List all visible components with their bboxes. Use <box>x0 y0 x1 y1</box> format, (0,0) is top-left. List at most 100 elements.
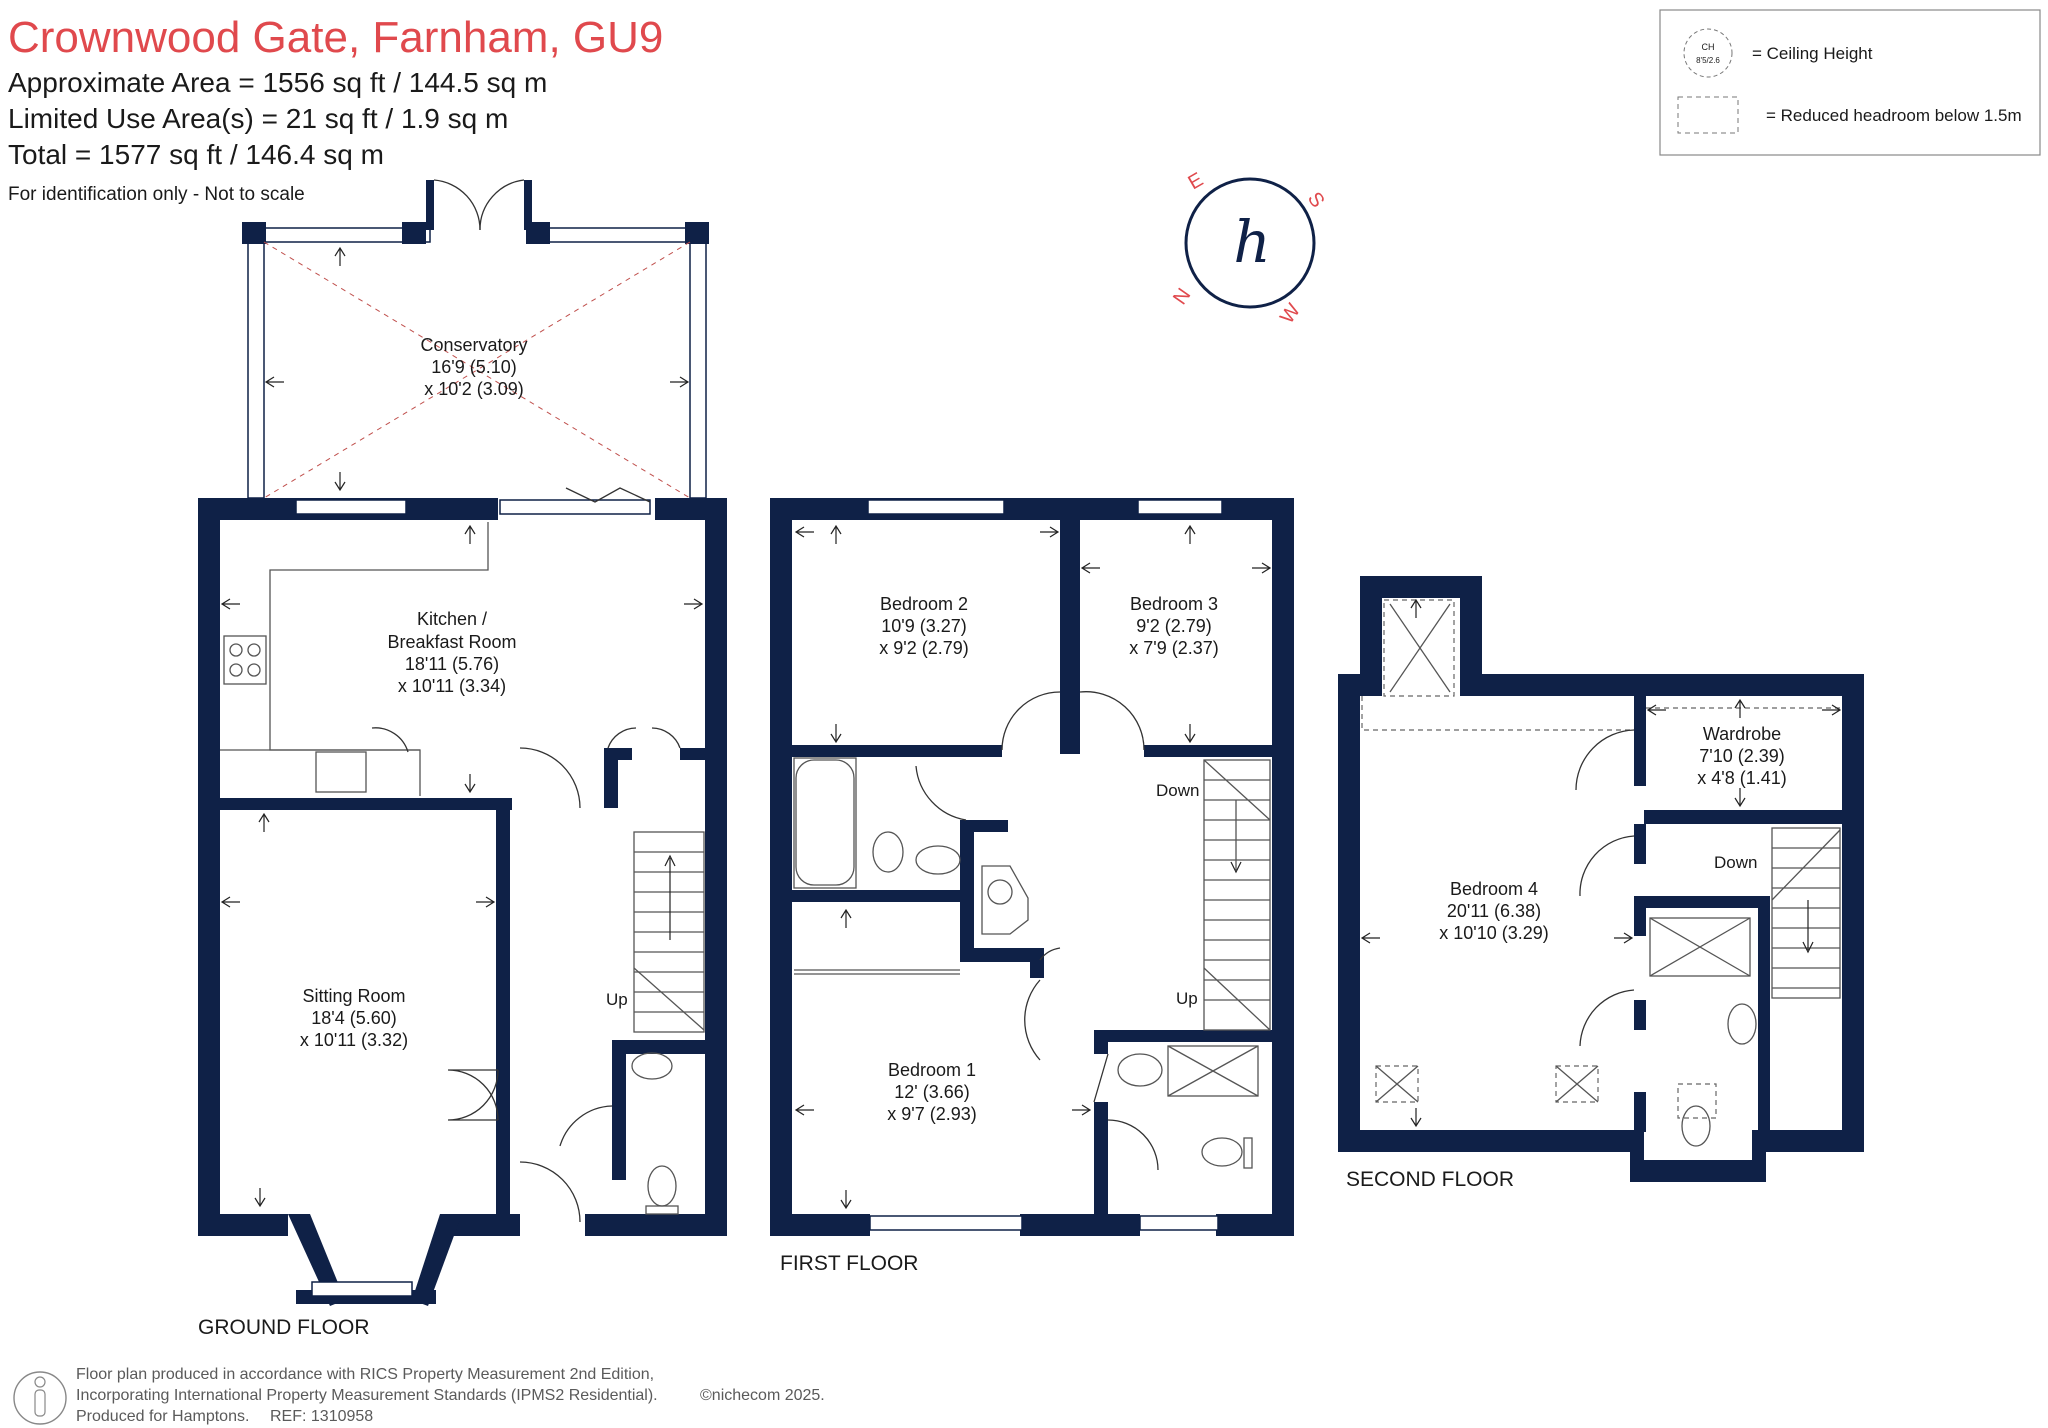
dimension-arrow-icon <box>334 246 346 266</box>
measurement-arrows <box>220 246 1842 1210</box>
conservatory-dim1: 16'9 (5.10) <box>431 357 517 377</box>
dimension-arrow-icon <box>464 524 476 544</box>
dimension-arrow-icon <box>684 598 704 610</box>
compass-east: E <box>1185 169 1208 195</box>
ground-stairs-up-label: Up <box>606 990 628 1009</box>
dimension-arrow-icon <box>840 908 852 928</box>
dimension-arrow-icon <box>476 896 496 908</box>
disclaimer: For identification only - Not to scale <box>8 184 305 205</box>
wardrobe-dim2: x 4'8 (1.41) <box>1697 768 1786 788</box>
ch-symbol-top: CH <box>1702 42 1715 52</box>
footer: Floor plan produced in accordance with R… <box>13 1366 825 1425</box>
compass: h N E S W <box>1169 169 1329 328</box>
second-stairs <box>1771 827 1841 999</box>
dimension-arrow-icon <box>794 526 814 538</box>
dimension-arrow-icon <box>1080 562 1100 574</box>
ground-floor: Up Conservatory 16'9 (5.10) x 10'2 (3.09… <box>198 179 727 1339</box>
first-stairs <box>1203 759 1271 1031</box>
first-stairs-up-label: Up <box>1176 989 1198 1008</box>
dimension-arrow-icon <box>258 812 270 832</box>
second-floor-label: SECOND FLOOR <box>1346 1168 1514 1191</box>
dimension-arrow-icon <box>220 896 240 908</box>
plan-title: Crownwood Gate, Farnham, GU9 <box>8 13 663 62</box>
compass-ring-icon <box>1184 177 1316 309</box>
dimension-arrow-icon <box>464 774 476 794</box>
compass-west: W <box>1276 300 1305 328</box>
dimension-arrow-icon <box>1360 932 1380 944</box>
logo-icon: h <box>1233 208 1270 276</box>
second-stairs-down-label: Down <box>1714 853 1757 872</box>
reduced-headroom-icon <box>1677 96 1739 134</box>
ground-floor-walls <box>198 498 727 1306</box>
ground-stairs <box>633 831 705 1033</box>
dimension-arrow-icon <box>254 1188 266 1208</box>
kitchen-dim2: x 10'11 (3.34) <box>398 676 506 696</box>
compass-south: S <box>1303 188 1329 212</box>
footer-line1: Floor plan produced in accordance with R… <box>76 1366 654 1383</box>
sitting-room-name: Sitting Room <box>302 986 405 1006</box>
second-floor: Down Bedroom 4 20'11 (6.38) x 10'10 (3.2… <box>1338 576 1864 1191</box>
dimension-arrow-icon <box>334 472 346 492</box>
first-floor-label: FIRST FLOOR <box>780 1252 918 1275</box>
bedroom4-dim1: 20'11 (6.38) <box>1447 901 1541 921</box>
dimension-arrow-icon <box>1252 562 1272 574</box>
ceiling-height-label: = Ceiling Height <box>1752 44 1873 63</box>
bedroom4-dim2: x 10'10 (3.29) <box>1439 923 1549 943</box>
dimension-arrow-icon <box>794 1104 814 1116</box>
kitchen-name-line2: Breakfast Room <box>387 632 516 652</box>
dimension-arrow-icon <box>220 598 240 610</box>
bedroom2-name: Bedroom 2 <box>880 594 968 614</box>
dimension-arrow-icon <box>830 724 842 744</box>
bedroom2-dim1: 10'9 (3.27) <box>881 616 967 636</box>
bedroom2-dim2: x 9'2 (2.79) <box>879 638 968 658</box>
first-stairs-down-label: Down <box>1156 781 1199 800</box>
bedroom3-name: Bedroom 3 <box>1130 594 1218 614</box>
total-area: Total = 1577 sq ft / 146.4 sq m <box>8 139 384 170</box>
compass-north: N <box>1169 284 1195 308</box>
kitchen-name-line1: Kitchen / <box>417 609 487 629</box>
bedroom4-name: Bedroom 4 <box>1450 879 1538 899</box>
bedroom1-name: Bedroom 1 <box>888 1060 976 1080</box>
dimension-arrow-icon <box>670 376 690 388</box>
ipms-person-icon <box>13 1371 67 1425</box>
ground-floor-label: GROUND FLOOR <box>198 1316 370 1339</box>
dimension-arrow-icon <box>1614 932 1634 944</box>
footer-copyright: ©nichecom 2025. <box>700 1387 825 1404</box>
dimension-arrow-icon <box>1184 724 1196 744</box>
dimension-arrow-icon <box>1072 1104 1092 1116</box>
conservatory-name: Conservatory <box>420 335 527 355</box>
sitting-room-dim2: x 10'11 (3.32) <box>300 1030 408 1050</box>
conservatory-dim2: x 10'2 (3.09) <box>424 379 524 399</box>
reduced-headroom-label: = Reduced headroom below 1.5m <box>1766 106 2022 125</box>
sitting-room-dim1: 18'4 (5.60) <box>311 1008 397 1028</box>
dimension-arrow-icon <box>1646 704 1666 716</box>
first-floor: Down Up Bedroom 2 10'9 (3.27) x 9'2 (2.7… <box>770 498 1294 1275</box>
dimension-arrow-icon <box>1822 704 1842 716</box>
dimension-arrow-icon <box>830 524 842 544</box>
legend: CH 8'5/2.6 = Ceiling Height = Reduced he… <box>1659 9 2041 156</box>
ceiling-height-icon <box>1683 28 1733 78</box>
dimension-arrow-icon <box>1040 526 1060 538</box>
wardrobe-dim1: 7'10 (2.39) <box>1699 746 1785 766</box>
first-floor-walls <box>770 498 1294 1236</box>
second-floor-walls <box>1338 576 1864 1182</box>
dimension-arrow-icon <box>1184 524 1196 544</box>
bedroom3-dim2: x 7'9 (2.37) <box>1129 638 1218 658</box>
bedroom1-dim1: 12' (3.66) <box>894 1082 969 1102</box>
footer-line2: Incorporating International Property Mea… <box>76 1387 658 1404</box>
dimension-arrow-icon <box>1734 698 1746 718</box>
bedroom3-dim1: 9'2 (2.79) <box>1136 616 1211 636</box>
limited-use-area: Limited Use Area(s) = 21 sq ft / 1.9 sq … <box>8 103 508 134</box>
dimension-arrow-icon <box>1410 598 1422 618</box>
dimension-arrow-icon <box>1410 1108 1422 1128</box>
dimension-arrow-icon <box>1734 788 1746 808</box>
dimension-arrow-icon <box>264 376 284 388</box>
wardrobe-name: Wardrobe <box>1703 724 1781 744</box>
kitchen-dim1: 18'11 (5.76) <box>405 654 499 674</box>
dimension-arrow-icon <box>840 1190 852 1210</box>
bedroom1-dim2: x 9'7 (2.93) <box>887 1104 976 1124</box>
approximate-area: Approximate Area = 1556 sq ft / 144.5 sq… <box>8 67 547 98</box>
footer-ref: REF: 1310958 <box>270 1408 373 1425</box>
ch-symbol-bottom: 8'5/2.6 <box>1696 56 1720 65</box>
